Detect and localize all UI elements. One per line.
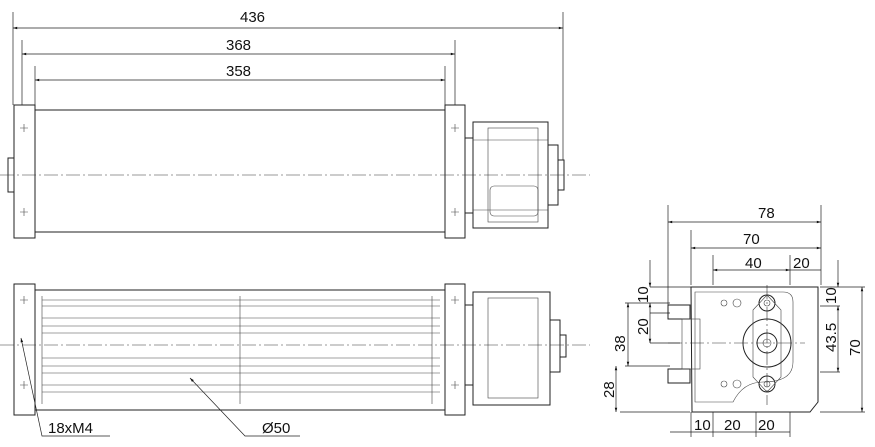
side-view: 78 70 40 20 10 20 38 28 10 43.5 70 10 20… (601, 205, 865, 437)
dim-38: 38 (612, 335, 629, 352)
dim-20-bottom-a: 20 (724, 417, 741, 434)
thread-label: 18xM4 (48, 420, 93, 437)
bottom-view: 18xM4 Ø50 (0, 283, 590, 437)
dim-70-height: 70 (847, 339, 864, 356)
top-view: 436 368 358 (0, 9, 590, 239)
dim-70-width: 70 (743, 231, 760, 248)
dim-40: 40 (745, 255, 762, 272)
dim-20-top: 20 (793, 255, 810, 272)
dim-10-bottom: 10 (694, 417, 711, 434)
diameter-label: Ø50 (262, 420, 290, 437)
dim-436: 436 (240, 9, 265, 26)
dim-43-5: 43.5 (823, 323, 840, 352)
dim-20-bottom-b: 20 (758, 417, 775, 434)
dim-10-right: 10 (823, 287, 840, 304)
dim-28: 28 (601, 381, 618, 398)
dim-20-left: 20 (635, 318, 652, 335)
dim-10-left: 10 (635, 286, 652, 303)
dim-368: 368 (226, 37, 251, 54)
dim-78: 78 (758, 205, 775, 222)
dim-358: 358 (226, 63, 251, 80)
